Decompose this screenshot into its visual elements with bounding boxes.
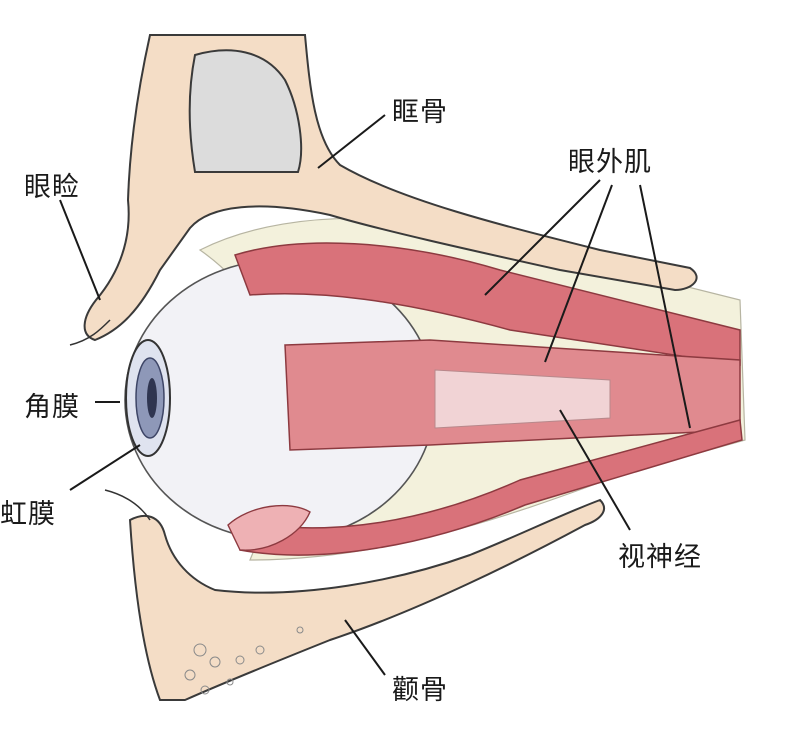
label-eyelid: 眼睑 — [24, 172, 80, 203]
label-zygomatic-bone: 颧骨 — [392, 675, 448, 706]
label-iris: 虹膜 — [0, 499, 56, 530]
inferior-oblique-muscle — [227, 504, 311, 551]
inferior-rectus-muscle — [234, 419, 743, 556]
bone-texture — [184, 626, 304, 695]
pupil-shape — [147, 378, 157, 418]
label-orbital-bone: 眶骨 — [392, 97, 448, 128]
label-optic-nerve: 视神经 — [618, 542, 702, 573]
label-cornea: 角膜 — [24, 392, 80, 423]
leader-lines — [59, 114, 691, 676]
label-extraocular-muscles: 眼外肌 — [568, 147, 652, 178]
lower-orbital-bone — [128, 498, 605, 701]
frontal-sinus — [188, 49, 303, 173]
optic-nerve-shape — [434, 369, 611, 429]
lower-eyelid-fold — [104, 489, 151, 521]
eyelid-fold — [69, 319, 111, 346]
